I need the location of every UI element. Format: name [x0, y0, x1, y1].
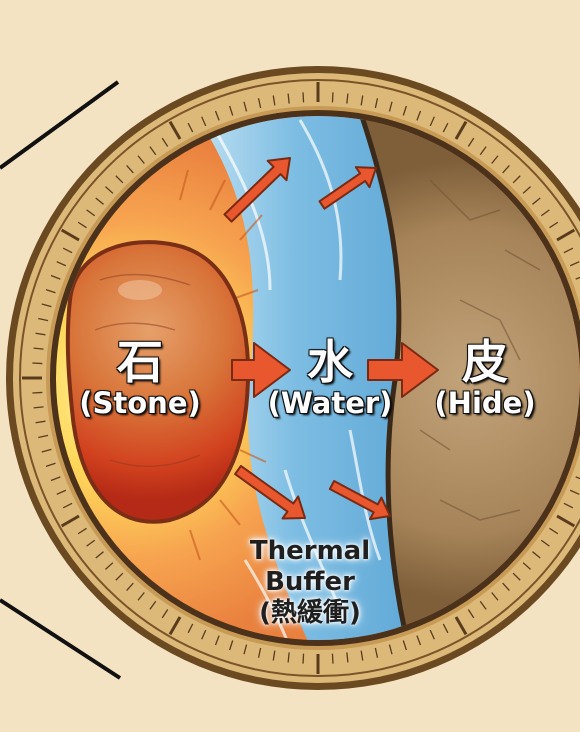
ring-tick: [32, 363, 42, 364]
ring-tick: [332, 92, 333, 102]
stone-label-cn: 石: [70, 338, 210, 386]
buffer-line-1: Thermal: [240, 536, 380, 567]
hide-label: 皮 (Hide): [430, 338, 540, 420]
ring-tick: [332, 654, 333, 664]
hide-label-en: (Hide): [430, 386, 540, 420]
buffer-line-2: Buffer: [240, 567, 380, 598]
stone-label-en: (Stone): [70, 386, 210, 420]
zoom-line-bottom: [0, 600, 120, 678]
buffer-line-3: (熱緩衝): [240, 598, 380, 629]
thermal-buffer-label: Thermal Buffer (熱緩衝): [240, 536, 380, 629]
ring-tick: [303, 654, 304, 664]
hide-label-cn: 皮: [430, 338, 540, 386]
water-label: 水 (Water): [265, 338, 395, 420]
water-label-cn: 水: [265, 338, 395, 386]
water-label-en: (Water): [265, 386, 395, 420]
ring-tick: [303, 92, 304, 102]
ring-tick: [32, 392, 42, 393]
stone-label: 石 (Stone): [70, 338, 210, 420]
